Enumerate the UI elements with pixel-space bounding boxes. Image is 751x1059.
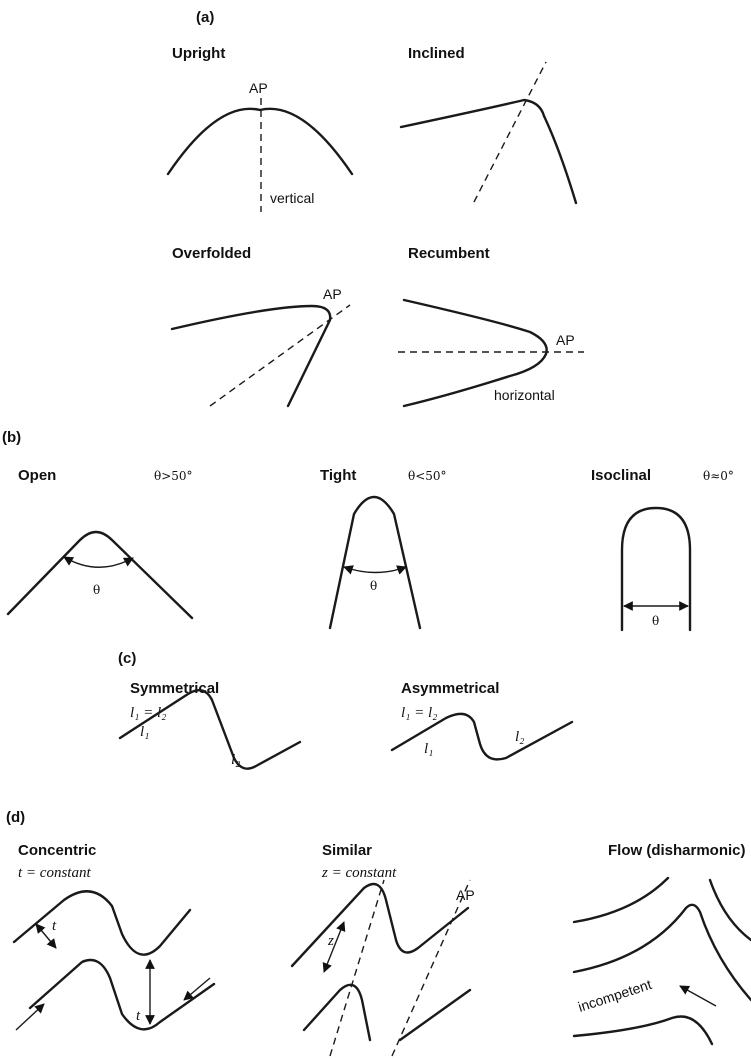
tight-title: Tight: [320, 467, 356, 484]
similar-axial-plane-1: [330, 880, 384, 1056]
recumbent-ap-label: AP: [556, 332, 575, 348]
panel-b-label: (b): [2, 429, 21, 446]
panel-d-label: (d): [6, 809, 25, 826]
asymmetrical-title: Asymmetrical: [401, 680, 499, 697]
isoclinal-condition: θ≈0°: [703, 469, 734, 483]
tight-angle-arc: [344, 567, 406, 573]
similar-z-label: z: [327, 933, 334, 949]
upright-vertical-note: vertical: [270, 190, 314, 206]
flow-direction-arrow: [680, 986, 716, 1006]
inclined-fold-curve: [401, 100, 576, 203]
flow-upper-layer: [574, 878, 668, 922]
flow-title: Flow (disharmonic): [608, 842, 746, 859]
open-condition: θ>50°: [154, 469, 193, 483]
asymmetrical-l2: l₂: [515, 729, 524, 745]
asymmetrical-equation: l₁ = l₂: [401, 705, 437, 721]
upright-title: Upright: [172, 45, 225, 62]
isoclinal-fold-curve: [622, 508, 690, 630]
symmetrical-title: Symmetrical: [130, 680, 219, 697]
flow-lower-layer: [574, 1016, 712, 1044]
recumbent-horizontal-note: horizontal: [494, 387, 555, 403]
similar-equation: z = constant: [321, 865, 397, 881]
flow-incompetent-label: incompetent: [576, 976, 654, 1015]
similar-ap-label: AP: [456, 887, 475, 903]
symmetrical-l2: l₂: [231, 752, 240, 768]
inclined-axial-plane: [474, 62, 546, 202]
recumbent-title: Recumbent: [408, 245, 490, 262]
flow-right-layer: [710, 880, 751, 940]
concentric-upper-layer: [14, 891, 190, 954]
concentric-t-label-2: t: [136, 1008, 141, 1024]
open-angle-arc: [64, 557, 133, 567]
tight-theta: θ: [370, 579, 377, 593]
concentric-title: Concentric: [18, 842, 96, 859]
overfolded-title: Overfolded: [172, 245, 251, 262]
open-fold-curve: [8, 532, 192, 618]
upright-ap-label: AP: [249, 80, 268, 96]
concentric-lower-layer: [30, 960, 214, 1029]
isoclinal-title: Isoclinal: [591, 467, 651, 484]
panel-c-label: (c): [118, 650, 136, 667]
similar-title: Similar: [322, 842, 372, 859]
open-title: Open: [18, 467, 56, 484]
tight-condition: θ<50°: [408, 469, 447, 483]
overfolded-ap-label: AP: [323, 286, 342, 302]
concentric-equation: t = constant: [18, 865, 91, 881]
similar-upper-layer: [292, 884, 468, 966]
similar-axial-plane-2: [392, 880, 470, 1056]
similar-third-layer: [400, 990, 470, 1040]
flow-middle-layer: [574, 905, 751, 1000]
symmetrical-l1: l₁: [140, 724, 149, 740]
upright-fold-curve: [168, 109, 352, 174]
concentric-t-label-1: t: [52, 918, 57, 934]
isoclinal-theta: θ: [652, 614, 659, 628]
panel-a-label: (a): [196, 9, 214, 26]
tight-fold-curve: [330, 497, 420, 628]
overfolded-axial-plane: [210, 305, 350, 406]
inclined-title: Inclined: [408, 45, 465, 62]
asymmetrical-l1: l₁: [424, 741, 433, 757]
open-theta: θ: [93, 583, 100, 597]
overfolded-fold-curve: [172, 306, 330, 406]
